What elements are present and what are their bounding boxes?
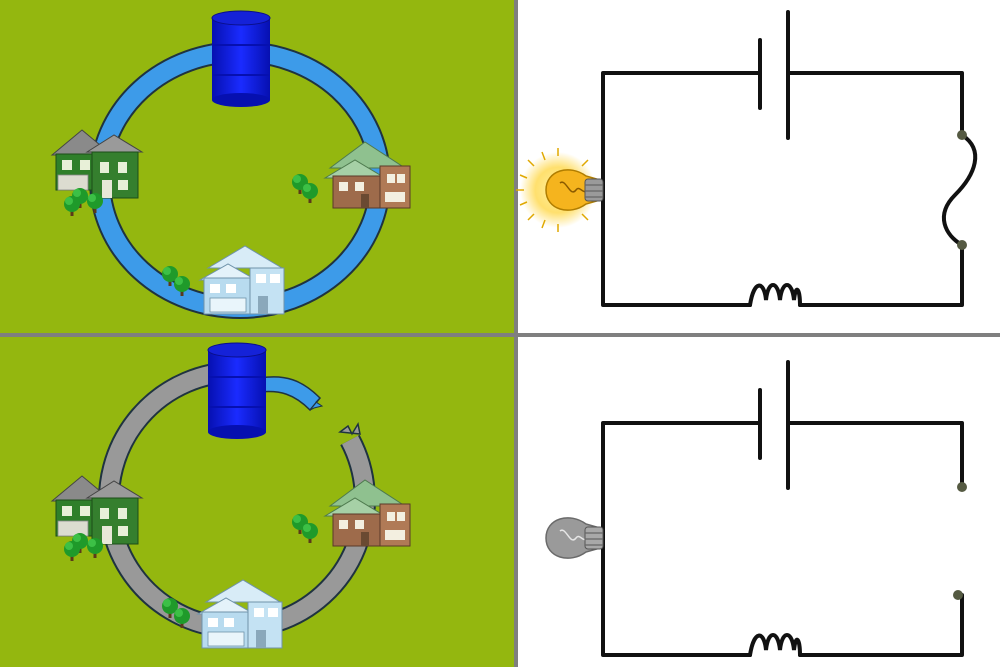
broken-pipe-end <box>338 421 361 436</box>
water-tank-icon <box>211 10 271 107</box>
resistor-icon <box>748 283 802 307</box>
circuit-background-bottom <box>518 337 1000 667</box>
water-tank-icon <box>207 342 267 439</box>
horizontal-divider <box>0 333 1000 337</box>
light-bulb-icon <box>545 517 604 559</box>
battery-icon <box>758 360 790 490</box>
light-bulb-icon <box>516 148 604 232</box>
water-closed-panel <box>51 10 411 319</box>
broken-pipe-end <box>309 397 324 411</box>
circuit-closed-panel <box>516 10 978 307</box>
switch-icon <box>953 482 967 600</box>
water-open-panel <box>51 342 411 649</box>
circuit-open-panel <box>545 360 967 657</box>
battery-icon <box>758 10 790 140</box>
switch-icon <box>942 130 978 250</box>
resistor-icon <box>748 633 802 657</box>
